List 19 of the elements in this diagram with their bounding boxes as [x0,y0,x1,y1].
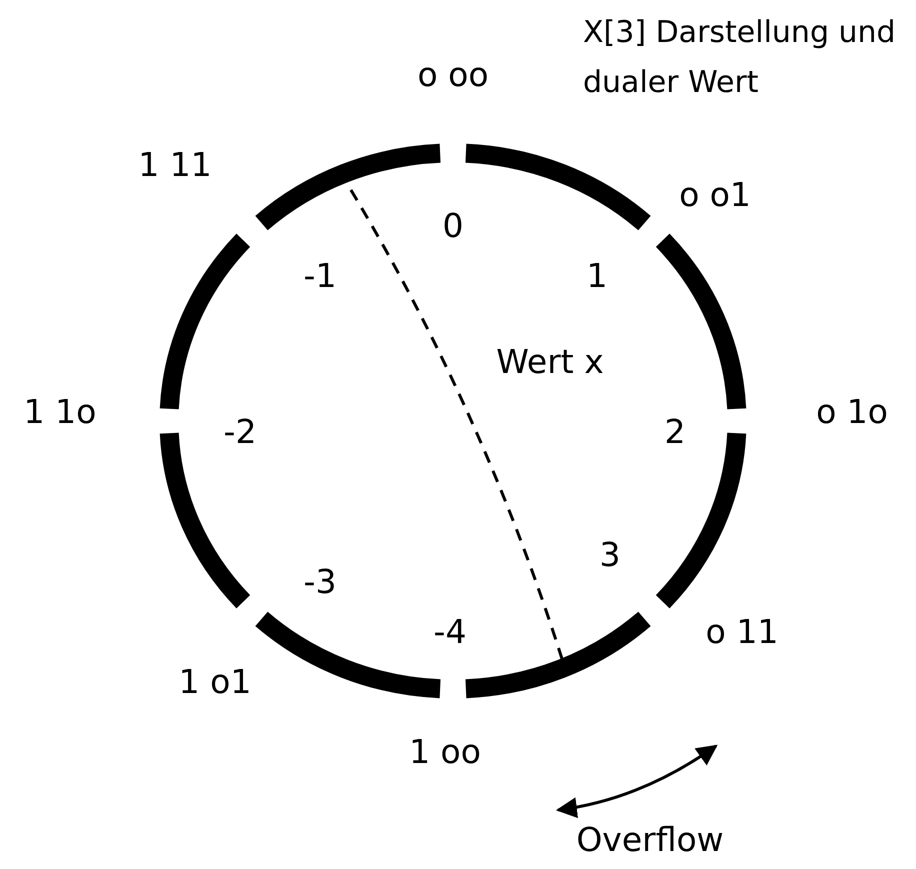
bit-pattern-label: o oo [417,55,489,95]
value-number: 1 [586,256,608,296]
bit-pattern-label: 1 o1 [178,662,252,702]
value-number: 0 [442,206,464,246]
bit-pattern-label: 1 1o [24,392,96,432]
center-label: Wert x [496,342,604,382]
overflow-label: Overflow [576,820,724,860]
value-number: 3 [600,535,620,575]
bit-pattern-label: 1 oo [409,732,481,772]
bit-pattern-label: o o1 [679,175,751,215]
bit-pattern-label: o 1o [816,392,888,432]
value-number: 2 [664,412,686,452]
value-number: -3 [304,562,336,602]
bit-pattern-label: o 11 [706,612,778,652]
value-number: -4 [434,612,466,652]
value-number: -1 [304,256,336,296]
heading-text: X[3] Darstellung und dualer Wert [583,14,897,102]
bit-pattern-label: 1 11 [138,145,212,185]
value-number: -2 [224,412,256,452]
